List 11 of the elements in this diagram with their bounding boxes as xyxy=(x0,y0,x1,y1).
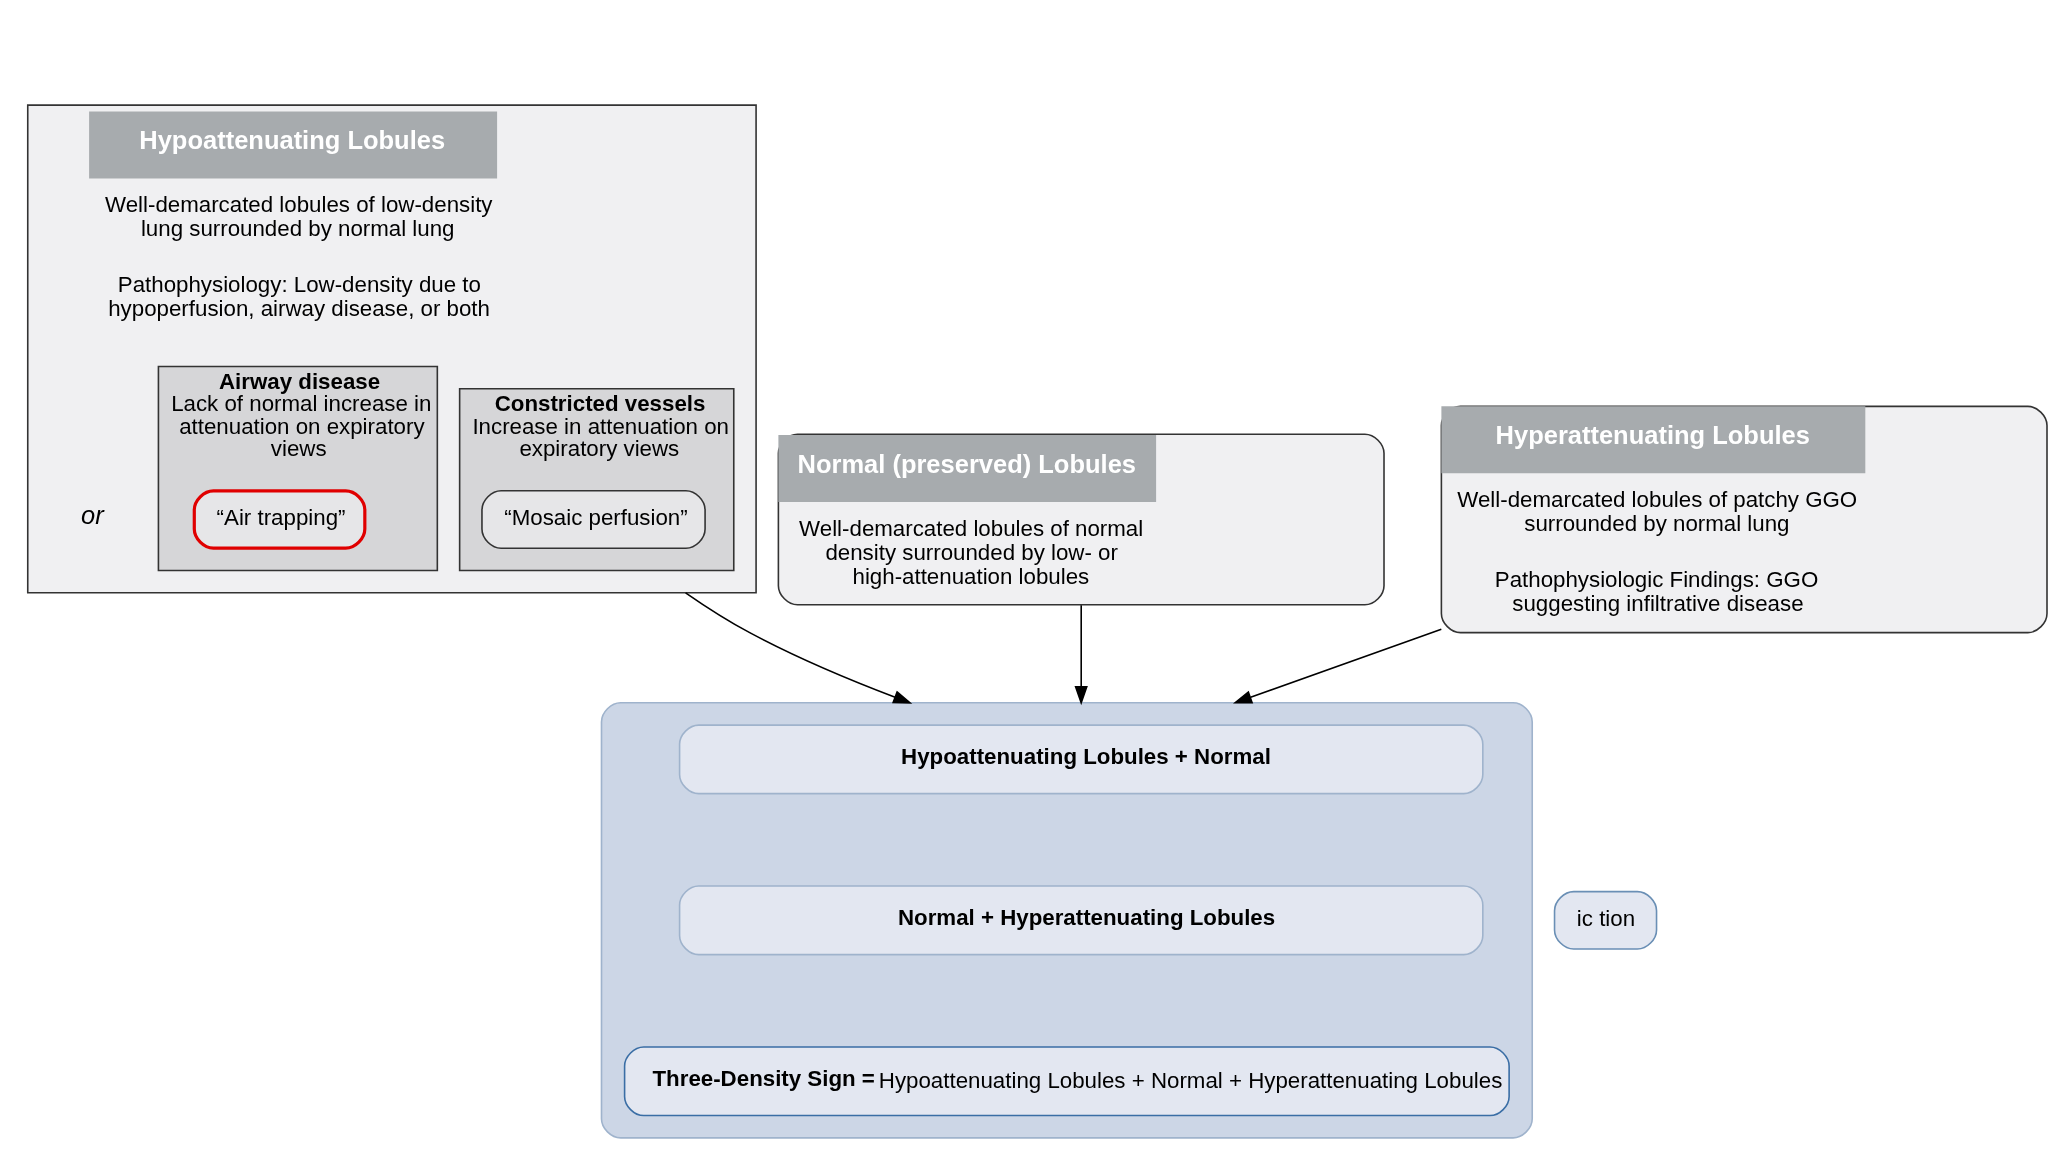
node-box: Three-Density Sign = Hypoattenuating Lobules + Normal + Hyperattenuating Lobules xyxy=(623,1045,1510,1116)
node-box: “Mosaic perfusion” xyxy=(481,489,706,549)
node-box: Normal + Hyperattenuating Lobules xyxy=(678,884,1484,955)
cluster xyxy=(600,701,1534,1139)
label: or xyxy=(81,500,104,529)
node-box: Hypoattenuating Lobules + Normal xyxy=(678,723,1484,794)
arrow xyxy=(1232,627,1443,704)
node-box: “Air trapping” xyxy=(192,488,367,550)
node-box: ic tion xyxy=(1553,890,1658,950)
arrow xyxy=(1074,603,1088,705)
arrow xyxy=(684,591,913,704)
